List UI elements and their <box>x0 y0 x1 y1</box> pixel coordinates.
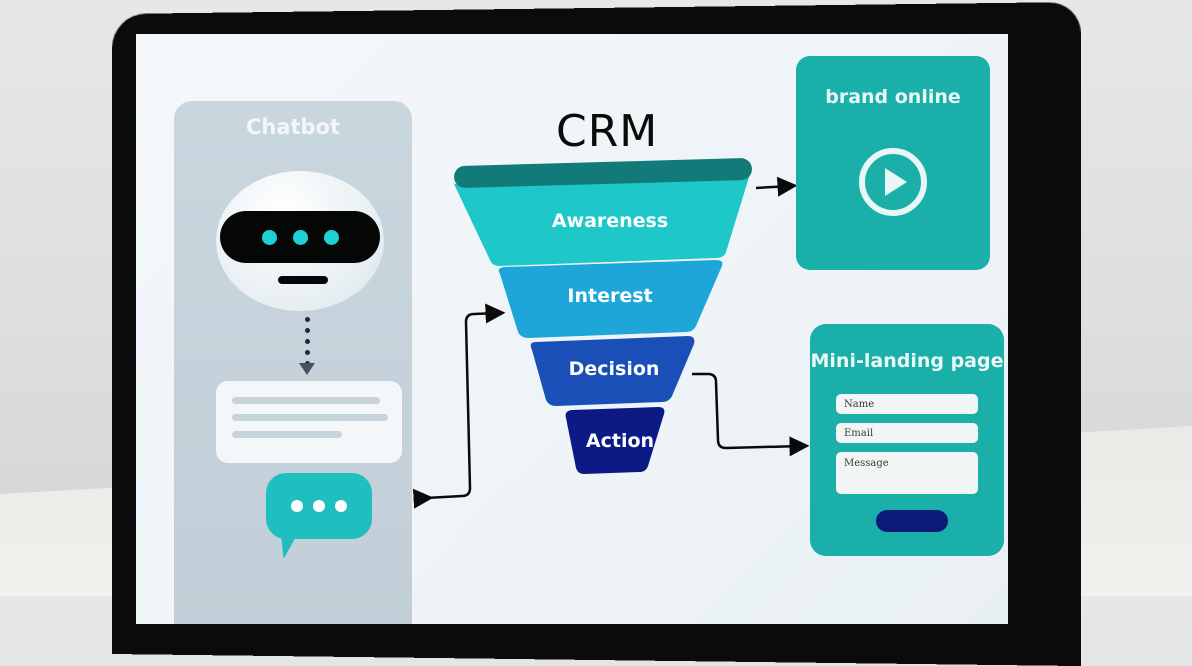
typing-dot <box>335 500 347 512</box>
funnel-stage-awareness[interactable] <box>454 174 750 266</box>
stage-label-action: Action <box>585 430 655 452</box>
email-field[interactable] <box>836 423 978 443</box>
laptop-screen: Chatbot CRM <box>136 34 1008 624</box>
chatbot-title: Chatbot <box>245 115 341 139</box>
brand-online-card[interactable]: brand online <box>796 56 990 270</box>
text-line-placeholder <box>232 397 380 404</box>
chat-bubble-icon[interactable] <box>266 473 372 539</box>
stage-label-awareness: Awareness <box>551 210 669 232</box>
arrow-decision-landing-icon <box>692 372 810 457</box>
message-field[interactable] <box>836 452 978 494</box>
arrow-down-icon <box>299 363 315 375</box>
message-card <box>216 381 402 463</box>
play-circle-icon[interactable] <box>859 148 927 216</box>
stage-label-decision: Decision <box>568 358 660 380</box>
chatbot-panel: Chatbot <box>174 101 412 624</box>
mini-landing-title: Mini-landing page <box>810 350 1004 372</box>
arrow-chatbot-interest-icon <box>412 303 506 509</box>
text-line-placeholder <box>232 414 388 421</box>
robot-head-icon <box>216 171 384 311</box>
funnel-rim <box>454 158 752 188</box>
funnel-stage-interest[interactable] <box>498 260 723 338</box>
crm-title: CRM <box>556 106 659 157</box>
text-line-placeholder <box>232 431 342 438</box>
typing-dot <box>313 500 325 512</box>
brand-online-title: brand online <box>825 86 961 108</box>
robot-mouth <box>278 276 328 284</box>
name-field[interactable] <box>836 394 978 414</box>
submit-button[interactable] <box>876 510 948 532</box>
robot-eye-icon <box>292 229 308 245</box>
funnel-stage-action[interactable] <box>565 407 665 474</box>
stage-label-interest: Interest <box>567 285 653 307</box>
robot-eye-icon <box>323 229 339 245</box>
robot-eye-icon <box>261 229 277 245</box>
crm-funnel <box>412 158 810 509</box>
typing-dot <box>291 500 303 512</box>
mini-landing-card: Mini-landing page <box>810 324 1004 556</box>
robot-visor <box>220 211 380 263</box>
arrow-to-brand-icon <box>755 176 798 197</box>
funnel-stage-decision[interactable] <box>530 336 695 406</box>
